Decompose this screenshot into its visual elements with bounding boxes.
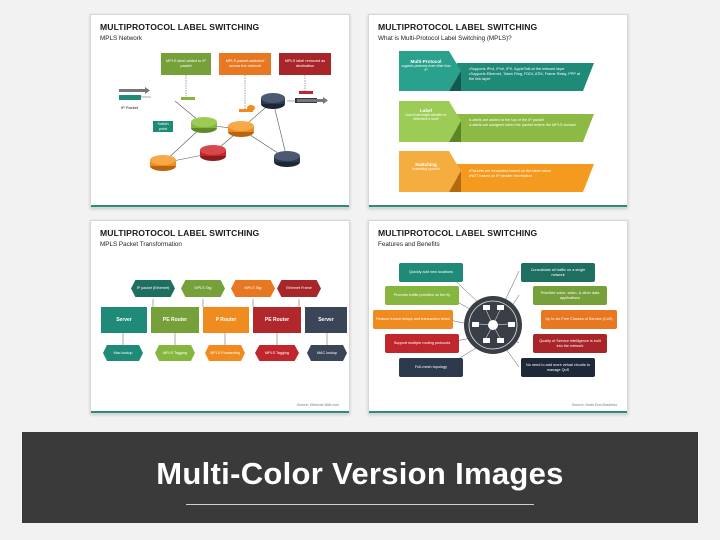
slide-title: MULTIPROTOCOL LABEL SWITCHING xyxy=(100,22,260,32)
row-bullets: Packets are forwarded based on the label… xyxy=(469,169,581,179)
bullet: NOT based on IP header information xyxy=(469,174,581,179)
callout-label-removed: MPLS label removed as destination xyxy=(279,53,331,75)
row-bullets: Supports IPv4, IPv6, IPX, AppleTalk at t… xyxy=(469,67,581,82)
network-hub-diagram xyxy=(444,270,522,368)
benefit-consolidate-traffic: Consolidate all traffic on a single netw… xyxy=(521,263,595,282)
benefit-classes-of-service: Up to six Free Classes of Service (CoS) xyxy=(541,310,617,329)
benefit-qos-intelligence: Quality of Service intelligence is built… xyxy=(533,334,607,353)
row-heading: Multi-Protocol xyxy=(410,59,442,64)
switch-point-label: Switch point xyxy=(153,121,173,133)
source-note: Source: North End Business xyxy=(571,403,617,407)
callout-label-added: MPLS label added to IP packet xyxy=(161,53,211,75)
benefit-virtual-circuits: No need to add more virtual circuits to … xyxy=(521,358,595,377)
version-banner: Multi-Color Version Images xyxy=(22,432,698,523)
tag-mac-lookup-1: Mac lookup xyxy=(103,345,143,361)
slide-subtitle: MPLS Network xyxy=(100,35,142,42)
tag-mpls-1: MPLS Tag xyxy=(181,280,225,297)
ip-packet-label: IP Packet xyxy=(121,105,139,110)
feature-reduce-delays: Reduce transit delays and transaction ti… xyxy=(373,310,453,329)
row-switching: Switching forwarding a packet xyxy=(401,162,451,171)
thumbnail-features-benefits[interactable]: MULTIPROTOCOL LABEL SWITCHING Features a… xyxy=(368,220,628,414)
slide-subtitle: What is Multi-Protocol Label Switching (… xyxy=(378,35,512,42)
bullet: Packets are forwarded based on the label… xyxy=(469,169,581,174)
connector-lines xyxy=(122,299,328,345)
feature-routing-protocols: Support multiple routing protocols xyxy=(385,334,459,353)
bullet: Supports Ethernet, Token Ring, FDDI, ATM… xyxy=(469,72,581,82)
slide-title: MULTIPROTOCOL LABEL SWITCHING xyxy=(378,228,538,238)
thumbnail-packet-transformation[interactable]: MULTIPROTOCOL LABEL SWITCHING MPLS Packe… xyxy=(90,220,350,414)
feature-traffic-priorities: Promote traffic priorities on the fly xyxy=(385,286,459,305)
bullet: Labels are added to the top of the IP pa… xyxy=(469,118,581,123)
mpls-network-diagram xyxy=(119,75,328,171)
tag-mpls-tagging-2: MPLS Tagging xyxy=(255,345,299,361)
row-heading: Label xyxy=(420,108,432,113)
node-p-router: P Router xyxy=(203,307,249,333)
row-bullets: Labels are added to the top of the IP pa… xyxy=(469,118,581,128)
tag-mpls-2: MPLS Tag xyxy=(231,280,275,297)
slide-title: MULTIPROTOCOL LABEL SWITCHING xyxy=(378,22,538,32)
slide-title: MULTIPROTOCOL LABEL SWITCHING xyxy=(100,228,260,238)
banner-title: Multi-Color Version Images xyxy=(156,456,564,491)
router-icon xyxy=(191,117,217,133)
row-heading: Switching xyxy=(415,162,437,167)
tag-mpls-forwarding: MPLS Forwarding xyxy=(205,345,245,361)
feature-add-locations: Quickly add new locations xyxy=(399,263,463,282)
source-note: Source: Ethernet Wiki.com xyxy=(296,403,339,407)
slide-subtitle: Features and Benefits xyxy=(378,241,440,248)
benefit-prioritize-apps: Prioritize voice, video, & other data ap… xyxy=(533,286,607,305)
thumbnail-mpls-network[interactable]: MULTIPROTOCOL LABEL SWITCHING MPLS Netwo… xyxy=(90,14,350,208)
tag-mpls-tagging-1: MPLS Tagging xyxy=(155,345,195,361)
tag-mac-lookup-2: MAC lookup xyxy=(307,345,347,361)
node-pe-router-1: PE Router xyxy=(151,307,199,333)
slide-subtitle: MPLS Packet Transformation xyxy=(100,241,182,248)
banner-underline xyxy=(186,504,534,505)
tag-ethernet-frame: Ethernet Frame xyxy=(277,280,321,297)
tag-ip-packet: IP packet (Ethernet) xyxy=(131,280,175,297)
row-caption: supports protocols even other than IP xyxy=(401,64,451,72)
row-label: Label short fixed-length identifier to d… xyxy=(401,108,451,121)
node-server-1: Server xyxy=(101,307,147,333)
row-caption: short fixed-length identifier to determi… xyxy=(405,113,447,121)
node-pe-router-2: PE Router xyxy=(253,307,301,333)
node-server-2: Server xyxy=(305,307,347,333)
callout-packet-switched: MPLS packet-switched across the network xyxy=(219,53,271,75)
row-caption: forwarding a packet xyxy=(412,167,440,171)
bullet: Supports IPv4, IPv6, IPX, AppleTalk at t… xyxy=(469,67,581,72)
feature-full-mesh: Full-mesh topology xyxy=(399,358,463,377)
bullet: Labels are assigned when the packet ente… xyxy=(469,123,581,128)
row-multi-protocol: Multi-Protocol supports protocols even o… xyxy=(401,59,451,72)
thumbnail-what-is-mpls[interactable]: MULTIPROTOCOL LABEL SWITCHING What is Mu… xyxy=(368,14,628,208)
